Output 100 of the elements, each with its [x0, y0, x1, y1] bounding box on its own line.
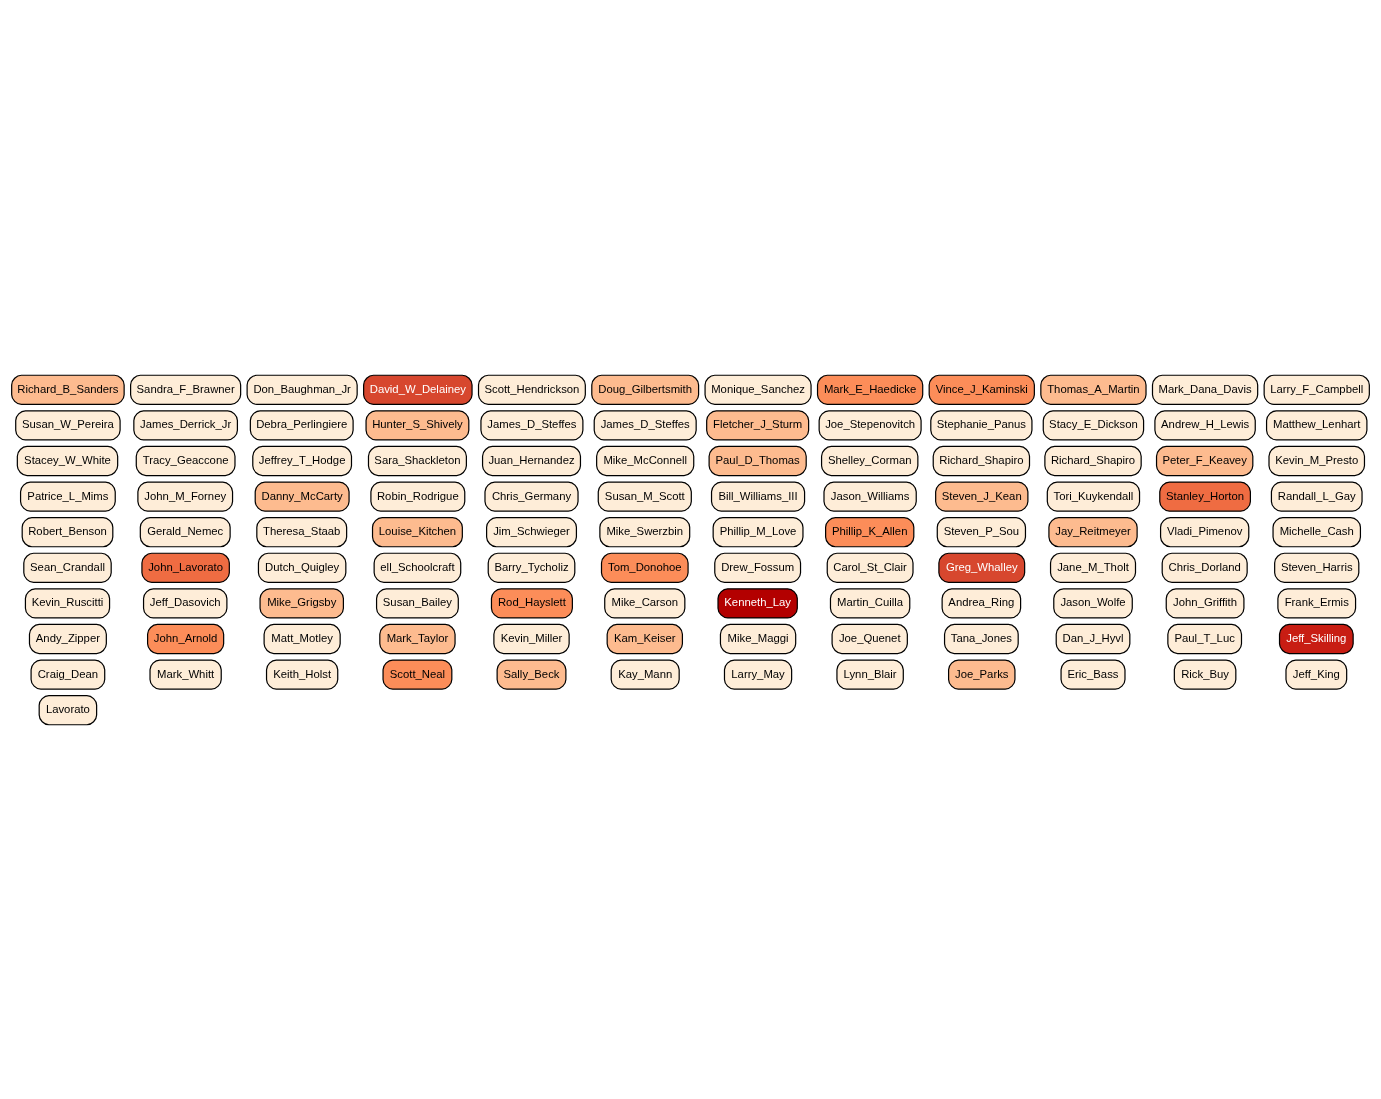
node-box: Scott_Hendrickson [477, 374, 586, 405]
node-box: Matthew_Lenhart [1265, 409, 1368, 441]
node-box: Stanley_Horton [1159, 480, 1251, 512]
node-box: Richard_B_Sanders [11, 374, 125, 405]
node-box: Tom_Donohoe [600, 552, 689, 583]
node-box: Mark_Whitt [149, 658, 222, 690]
node-box: Juan_Hernandez [481, 445, 582, 476]
node-box: Danny_McCarty [254, 480, 350, 512]
node-box: Randall_L_Gay [1270, 480, 1363, 512]
node-box: Andrea_Ring [941, 587, 1022, 619]
node-box: Barry_Tycholiz [487, 552, 576, 583]
node-box: Kevin_M_Presto [1268, 445, 1366, 476]
node-box: Mark_E_Haedicke [816, 374, 924, 405]
node-box: Susan_W_Pereira [15, 409, 121, 441]
node-box: Richard_Shapiro [1044, 445, 1142, 476]
node-box: Debra_Perlingiere [249, 409, 354, 441]
node-box: Richard_Shapiro [932, 445, 1031, 476]
node-box: Susan_M_Scott [597, 480, 692, 512]
node-box: Sara_Shackleton [367, 445, 467, 476]
node-box: Rod_Hayslett [490, 587, 573, 619]
node-box: John_M_Forney [137, 480, 234, 512]
node-box: David_W_Delainey [363, 374, 473, 405]
node-box: Frank_Ermis [1277, 587, 1357, 619]
node-box: Stacy_E_Dickson [1042, 409, 1145, 441]
node-box: Tana_Jones [943, 623, 1019, 654]
node-box: Kay_Mann [610, 658, 680, 690]
node-box: James_D_Steffes [480, 409, 584, 441]
node-box: Rick_Buy [1173, 658, 1237, 690]
node-box: Jeff_King [1285, 658, 1348, 690]
node-box: Lynn_Blair [836, 658, 904, 690]
node-box: Jason_Williams [823, 480, 917, 512]
node-box: Bill_Williams_III [710, 480, 806, 512]
node-box: Jeffrey_T_Hodge [252, 445, 353, 476]
node-box: John_Arnold [147, 623, 225, 654]
node-box: Mark_Taylor [379, 623, 456, 654]
node-box: Carol_St_Clair [826, 552, 914, 583]
node-box: Dan_J_Hyvl [1055, 623, 1131, 654]
node-box: Kevin_Ruscitti [24, 587, 111, 619]
node-box: Mike_McConnell [596, 445, 695, 476]
node-box: Jim_Schwieger [486, 516, 578, 547]
node-box: Jay_Reitmeyer [1048, 516, 1138, 547]
node-box: Theresa_Staab [256, 516, 348, 547]
node-box: Andrew_H_Lewis [1154, 409, 1256, 441]
node-box: Larry_F_Campbell [1263, 374, 1370, 405]
node-box: Hunter_S_Shively [365, 409, 470, 441]
node-box: Patrice_L_Mims [19, 480, 116, 512]
node-box: Steven_J_Kean [935, 480, 1029, 512]
node-box: Paul_D_Thomas [708, 445, 807, 476]
node-box: Jason_Wolfe [1053, 587, 1133, 619]
node-box: Susan_Bailey [375, 587, 459, 619]
node-box: Jeff_Skilling [1278, 623, 1354, 654]
node-box: Louise_Kitchen [371, 516, 463, 547]
node-box: Fletcher_J_Sturm [706, 409, 810, 441]
node-box: Stacey_W_White [16, 445, 119, 476]
node-box: Thomas_A_Martin [1040, 374, 1147, 405]
node-box: Chris_Germany [484, 480, 579, 512]
node-box: Chris_Dorland [1161, 552, 1248, 583]
node-box: Lavorato [38, 694, 98, 725]
node-box: Paul_T_Luc [1167, 623, 1243, 654]
node-box: Craig_Dean [30, 658, 106, 690]
node-box: Mike_Maggi [719, 623, 797, 654]
node-box: Larry_May [723, 658, 793, 690]
node-box: Joe_Parks [948, 658, 1016, 690]
node-box: Gerald_Nemec [139, 516, 231, 547]
node-box: Greg_Whalley [938, 552, 1026, 583]
node-box: Andy_Zipper [28, 623, 107, 654]
node-box: Stephanie_Panus [930, 409, 1033, 441]
node-box: Eric_Bass [1060, 658, 1126, 690]
node-box: Matt_Motley [263, 623, 341, 654]
node-box: Keith_Holst [265, 658, 339, 690]
node-box: Drew_Fossum [714, 552, 802, 583]
node-box: Kenneth_Lay [717, 587, 798, 619]
node-box: Phillip_M_Love [712, 516, 804, 547]
node-box: Jeff_Dasovich [142, 587, 228, 619]
node-box: Doug_Gilbertsmith [591, 374, 700, 405]
node-box: Sandra_F_Brawner [130, 374, 242, 405]
node-box: Scott_Neal [382, 658, 453, 690]
node-box: Tracy_Geaccone [135, 445, 236, 476]
node-box: Mike_Swerzbin [599, 516, 691, 547]
node-box: Robert_Benson [21, 516, 114, 547]
node-box: Vince_J_Kaminski [928, 374, 1035, 405]
node-box: Martin_Cuilla [829, 587, 911, 619]
node-box: Dutch_Quigley [257, 552, 347, 583]
node-box: Kevin_Miller [493, 623, 570, 654]
node-box: John_Lavorato [141, 552, 230, 583]
node-box: Jane_M_Tholt [1049, 552, 1137, 583]
node-box: Kam_Keiser [606, 623, 683, 654]
node-box: Peter_F_Keavey [1155, 445, 1254, 476]
node-box: Mike_Grigsby [259, 587, 344, 619]
node-box: Vladi_Pimenov [1159, 516, 1250, 547]
node-box: Michelle_Cash [1272, 516, 1362, 547]
node-box: James_Derrick_Jr [133, 409, 238, 441]
node-box: Joe_Stepenovitch [818, 409, 922, 441]
node-box: Sally_Beck [496, 658, 567, 690]
node-box: Mark_Dana_Davis [1151, 374, 1259, 405]
node-box: John_Griffith [1165, 587, 1245, 619]
node-box: ell_Schoolcraft [373, 552, 462, 583]
node-box: Mike_Carson [604, 587, 686, 619]
node-box: Steven_P_Sou [936, 516, 1027, 547]
node-box: Tori_Kuykendall [1046, 480, 1141, 512]
